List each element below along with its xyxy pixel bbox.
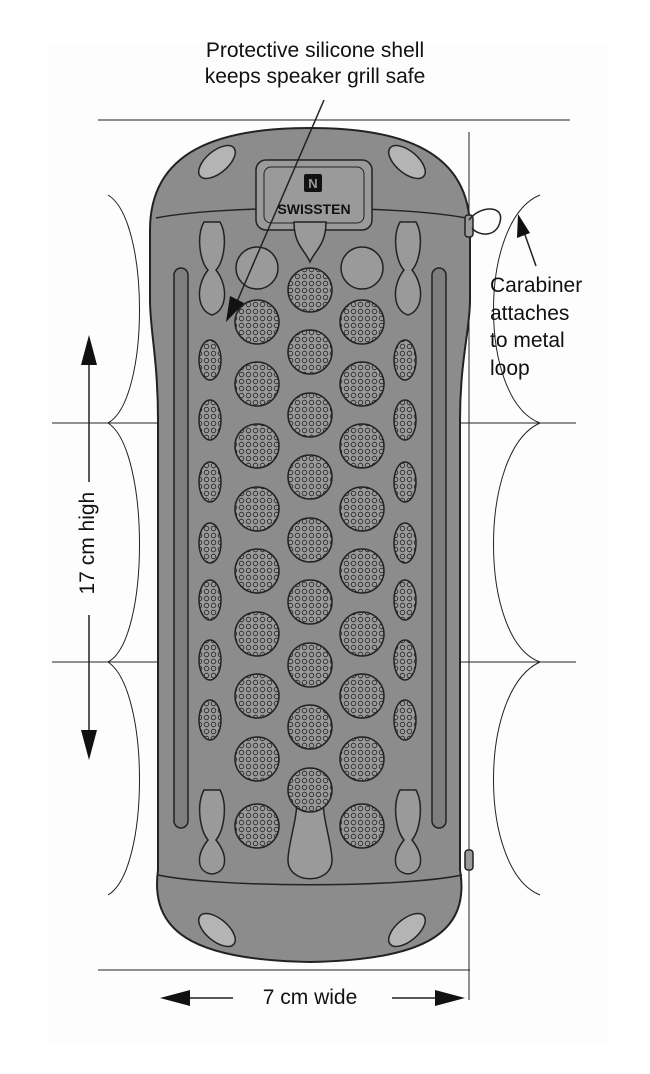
logo-plate xyxy=(255,159,373,231)
carabiner-icon xyxy=(468,208,502,235)
peanut-shapes xyxy=(198,221,422,875)
shell-callout-line-2: keeps speaker grill safe xyxy=(204,65,426,89)
brand-logo: SWISSTEN xyxy=(277,201,350,217)
side-curves xyxy=(107,194,541,896)
logo-mark: N xyxy=(308,176,317,191)
carabiner-callout-line-3: to metal xyxy=(490,329,565,353)
shell-callout-line-1: Protective silicone shell xyxy=(205,39,425,62)
corner-vents xyxy=(197,144,427,948)
metal-loops xyxy=(464,214,474,871)
carabiner-callout-line-2: attaches xyxy=(490,301,570,325)
grill-circles xyxy=(234,267,385,849)
height-label: 17 cm high xyxy=(75,491,99,595)
carabiner-callout-line-4: loop xyxy=(490,357,530,381)
carabiner-pointer-arrow xyxy=(517,214,537,267)
bottom-seam xyxy=(157,874,463,886)
height-dimension-arrow xyxy=(81,335,97,760)
shell-callout: Protective silicone shell keeps speaker … xyxy=(150,38,480,91)
shell-pointer-arrow xyxy=(226,99,325,322)
carabiner-callout-line-1: Carabiner xyxy=(490,274,583,297)
logo-mark-box xyxy=(304,174,322,192)
side-vents xyxy=(198,339,417,741)
width-dimension-arrow xyxy=(160,990,465,1006)
side-slots xyxy=(173,267,447,829)
carabiner-callout: Carabiner attaches to metal loop xyxy=(490,272,640,383)
center-grooves xyxy=(287,221,333,880)
width-label: 7 cm wide xyxy=(262,986,358,1009)
